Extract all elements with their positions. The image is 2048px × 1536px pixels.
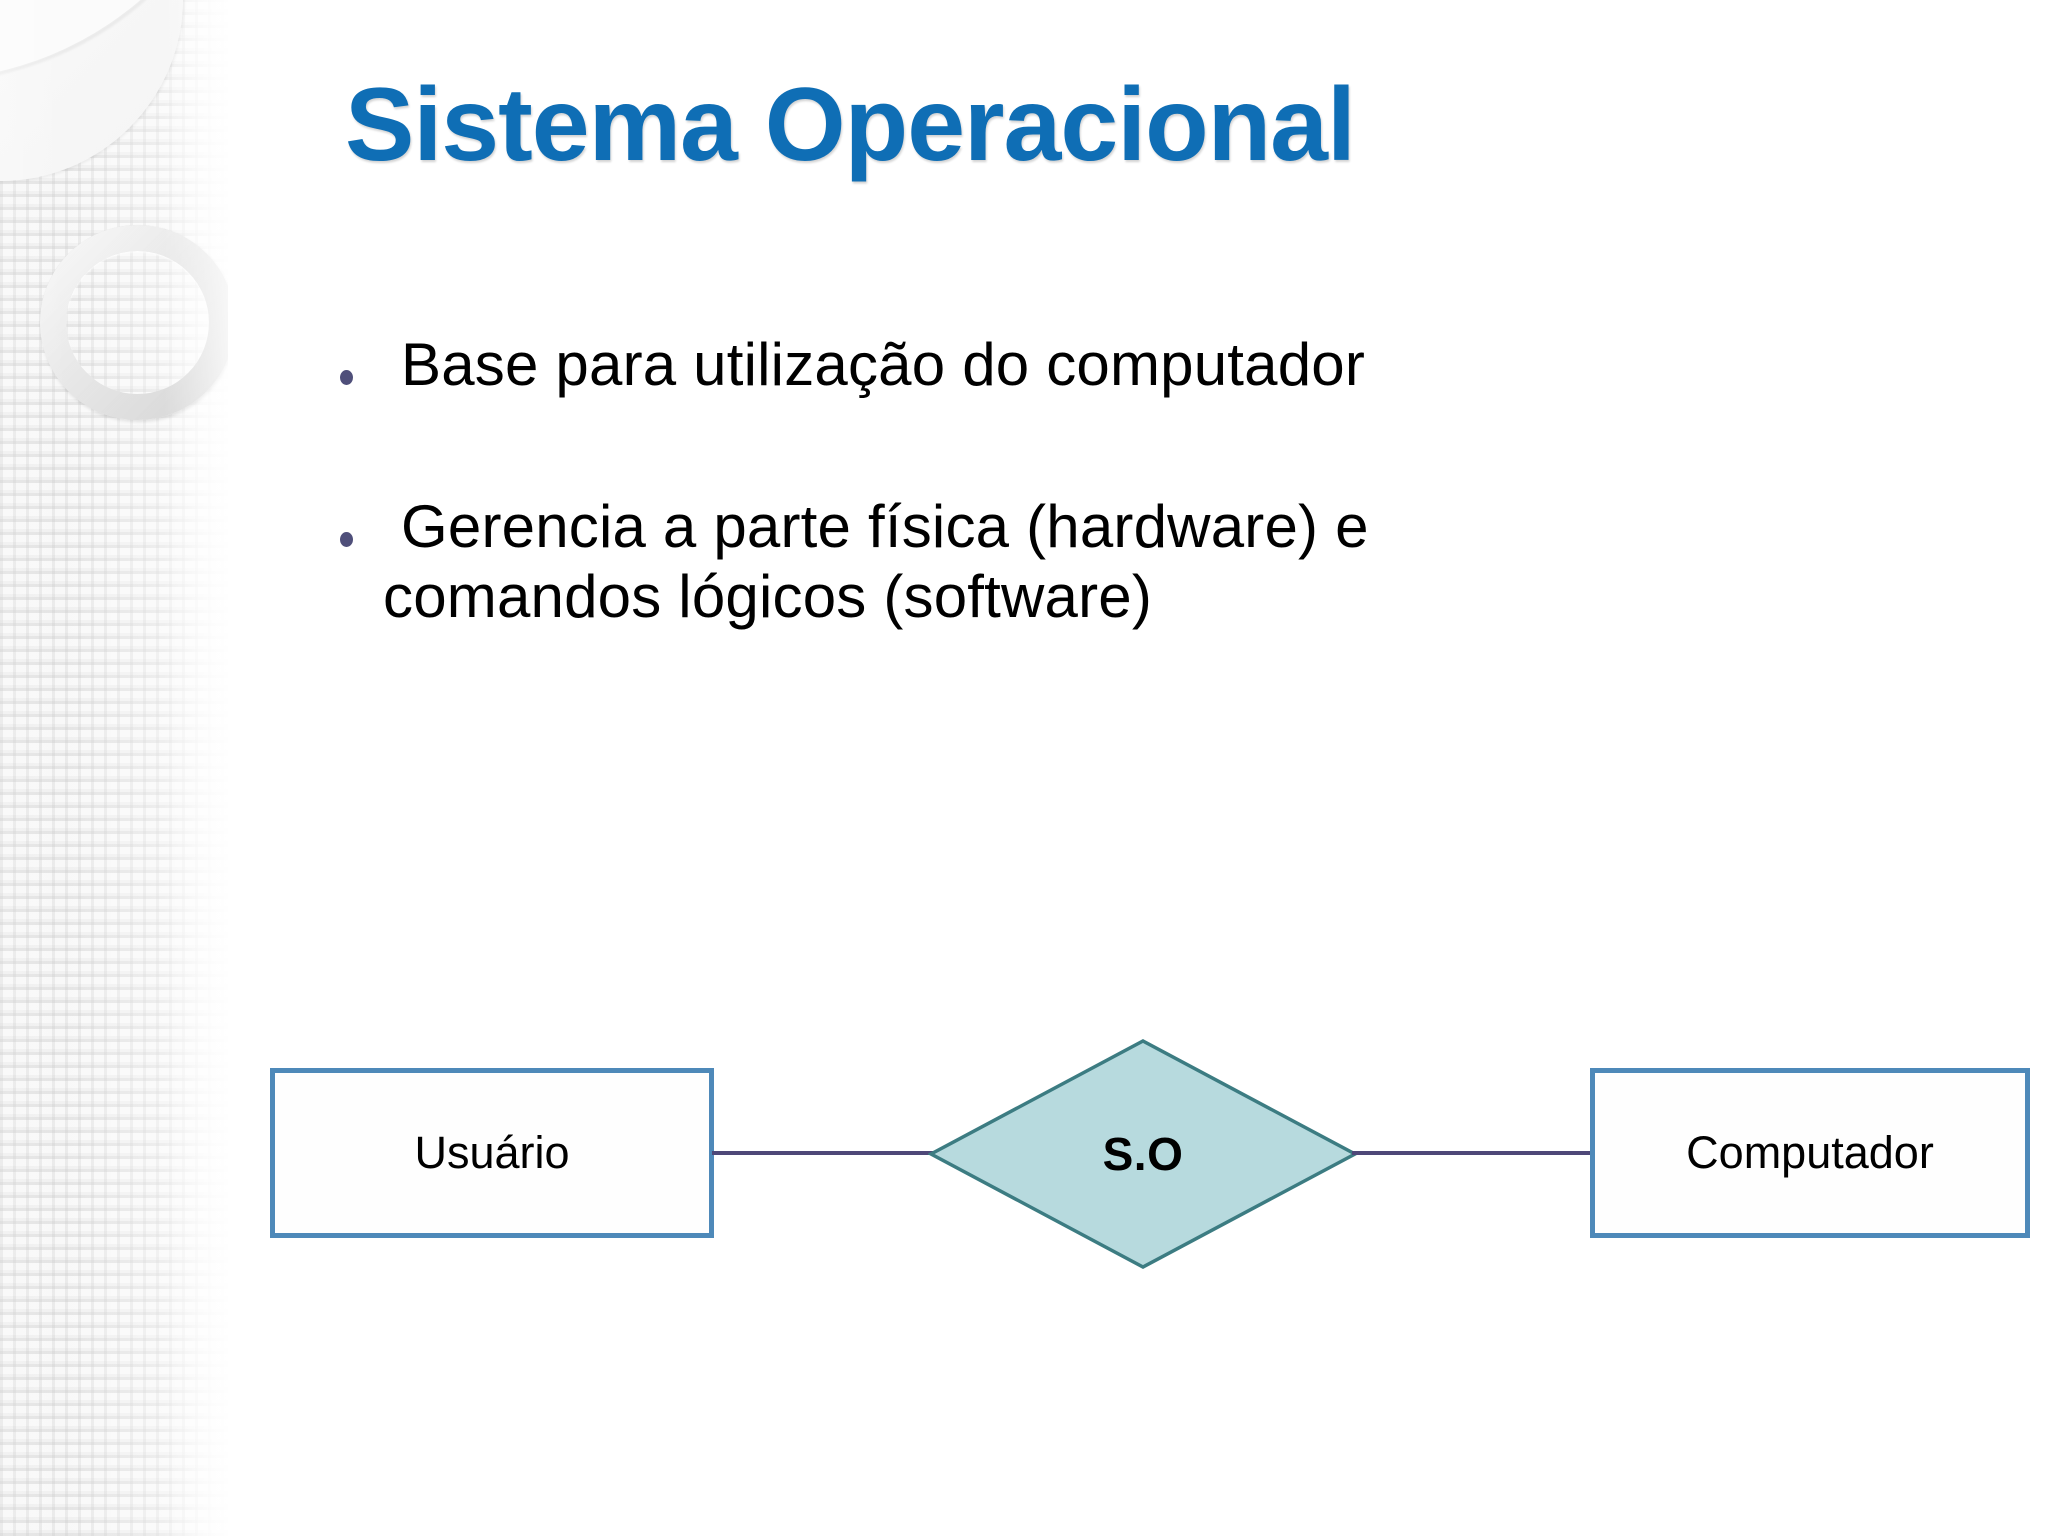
list-item: Gerencia a parte física (hardware) e com… [340, 492, 1840, 632]
diagram-node-so-label: S.O [1102, 1128, 1184, 1180]
bullet-text-2-wrap: Gerencia a parte física (hardware) e com… [383, 492, 1369, 632]
bullet-text-2-line2: comandos lógicos (software) [383, 563, 1153, 631]
decorative-sidebar [0, 0, 228, 1536]
diagram-node-so: S.O [928, 1038, 1358, 1270]
bullet-list: Base para utilização do computador Geren… [340, 330, 1840, 725]
diagram-node-computador: Computador [1590, 1068, 2030, 1238]
os-relationship-diagram: Usuário S.O Computador [0, 1028, 2048, 1269]
connector-so-computador [1352, 1151, 1592, 1155]
bullet-text-2-line1: Gerencia a parte física (hardware) e [401, 493, 1369, 561]
diagram-node-usuario: Usuário [270, 1068, 714, 1238]
connector-usuario-so [712, 1151, 934, 1155]
grey-ring-icon [40, 225, 228, 420]
bullet-dot-icon [340, 532, 353, 548]
bullet-dot-icon [340, 370, 353, 385]
page-title: Sistema Operacional [345, 67, 1356, 183]
list-item: Base para utilização do computador [340, 330, 1840, 400]
diamond-shape-icon [928, 1039, 1358, 1269]
bullet-text-1: Base para utilização do computador [401, 331, 1366, 398]
